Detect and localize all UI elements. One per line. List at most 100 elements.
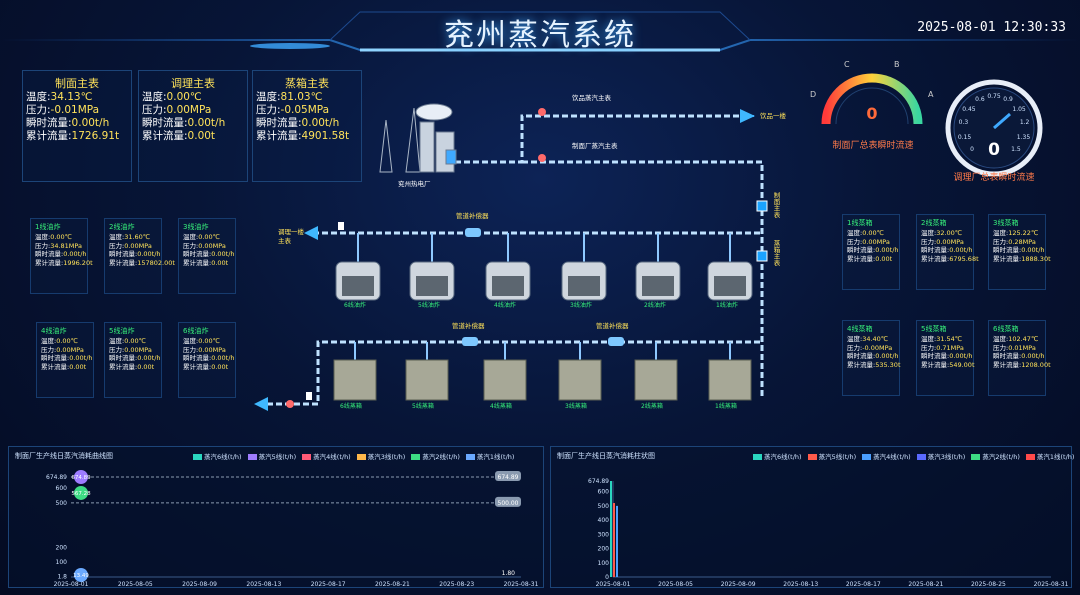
- metric-row: 累计流量:157802.00t: [109, 258, 175, 267]
- fryer-units: [335, 261, 753, 301]
- line-chart-svg: 674.896005002001001.8674.89500.00674.895…: [46, 470, 539, 588]
- metric-row: 累计流量:0.00t: [183, 362, 229, 371]
- fryer-unit-label: 4线油炸: [494, 302, 516, 309]
- metric-row: 累计流量:0.00t: [847, 254, 893, 263]
- steamer-unit-label: 2线蒸箱: [641, 403, 663, 410]
- x-tick-label: 2025-08-31: [1034, 581, 1069, 588]
- legend-item: 蒸汽3线(t/h): [356, 451, 405, 461]
- metric-row: 温度:0.00℃: [847, 229, 884, 237]
- line-chart-panel: 制面厂生产线日蒸汽消耗曲线图 蒸汽6线(t/h)蒸汽5线(t/h)蒸汽4线(t/…: [8, 446, 544, 588]
- metric-row: 累计流量:1888.30t: [993, 254, 1051, 263]
- gauge-letter-c: C: [844, 60, 850, 69]
- power-plant: [379, 103, 457, 173]
- x-tick-label: 2025-08-21: [375, 581, 410, 588]
- metric-row: 瞬时流量:0.00t/h: [183, 250, 235, 258]
- zhimian-main-vlabel: 制面主表: [772, 192, 780, 218]
- panel-title: 3线油炸: [183, 223, 209, 231]
- ref-line-badge: [495, 471, 521, 481]
- panel-title: 2线蒸箱: [921, 219, 947, 227]
- pipe-heater-label-2: 管道补偿器: [452, 322, 485, 330]
- panel-title: 4线油炸: [41, 327, 67, 335]
- y-tick-label: 600: [56, 485, 68, 492]
- metric-row: 累计流量:0.00t: [109, 362, 155, 371]
- metric-row: 累计流量:6795.68t: [921, 254, 979, 263]
- metric-row: 压力:0.00MPa: [142, 104, 212, 116]
- gauge-tick: 0.15: [957, 133, 972, 141]
- gauge-tick: 1.35: [1016, 133, 1031, 141]
- steamer-unit-label: 3线蒸箱: [565, 403, 587, 410]
- metric-row: 瞬时流量:0.00t/h: [183, 354, 235, 362]
- metric-row: 压力:0.28MPa: [993, 237, 1036, 246]
- panel-title: 3线蒸箱: [993, 219, 1019, 227]
- metric-row: 压力:0.00MPa: [109, 345, 152, 354]
- metric-row: 温度:0.00℃: [109, 337, 146, 345]
- metric-row: 累计流量:4901.58t: [256, 130, 350, 142]
- metric-row: 瞬时流量:0.00t/h: [142, 117, 226, 129]
- y-tick-label: 1.8: [57, 574, 67, 581]
- steamer-unit-label: 5线蒸箱: [412, 403, 434, 410]
- y-tick-label: 500: [56, 500, 68, 507]
- panel-title: 5线油炸: [109, 327, 135, 335]
- metric-row: 压力:0.00MPa: [183, 345, 226, 354]
- metric-row: 压力:-0.00MPa: [847, 343, 893, 352]
- x-tick-label: 2025-08-23: [439, 581, 474, 588]
- line-chart-title: 制面厂生产线日蒸汽消耗曲线图: [15, 452, 113, 460]
- metric-row: 瞬时流量:0.00t/h: [993, 246, 1045, 254]
- x-tick-label: 2025-08-09: [182, 581, 217, 588]
- legend-item: 蒸汽2线(t/h): [411, 451, 460, 461]
- panel-title: 蒸箱主表: [285, 77, 329, 90]
- metric-row: 温度:81.03℃: [256, 91, 323, 103]
- data-marker: [74, 485, 88, 500]
- metric-row: 温度:0.00℃: [183, 233, 220, 241]
- metric-row: 累计流量:1208.00t: [993, 360, 1051, 369]
- tiaoli-gauge-label: 调理厂总表瞬时流速: [953, 173, 1035, 183]
- zhimian-main-label: 制面厂蒸汽主表: [572, 142, 618, 150]
- gauge-letter-d: D: [810, 90, 817, 99]
- gauge-tick: 1.5: [1011, 145, 1021, 153]
- metric-row: 瞬时流量:0.00t/h: [847, 352, 899, 360]
- y-tick-label: 200: [56, 544, 68, 551]
- arrow-drinks: [740, 109, 755, 123]
- data-marker: [74, 568, 88, 583]
- metric-row: 瞬时流量:0.00t/h: [41, 354, 93, 362]
- fryer-unit-label: 2线油炸: [644, 302, 666, 309]
- metric-row: 温度:32.00℃: [921, 229, 963, 237]
- data-marker-label: 13.49: [73, 573, 89, 579]
- datetime: 2025-08-01 12:30:33: [917, 20, 1066, 35]
- gauge-tick: 0.45: [962, 105, 976, 113]
- page-title: 兖州蒸汽系统: [444, 18, 636, 53]
- line-chart-legend: 蒸汽6线(t/h)蒸汽5线(t/h)蒸汽4线(t/h)蒸汽3线(t/h)蒸汽2线…: [187, 451, 514, 461]
- fryer-unit-label: 5线油炸: [418, 302, 440, 309]
- x-tick-label: 2025-08-05: [658, 581, 693, 588]
- gauge-tick: 0.3: [958, 119, 969, 127]
- bar: [616, 505, 618, 577]
- legend-item: 蒸汽1线(t/h): [465, 451, 514, 461]
- gauge-tick: 0.9: [1003, 96, 1013, 104]
- arrow-out: [254, 397, 268, 411]
- metric-row: 温度:34.13℃: [26, 91, 93, 103]
- metric-row: 累计流量:0.00t: [183, 258, 229, 267]
- steamer-unit-label: 1线蒸箱: [715, 403, 737, 410]
- metric-row: 瞬时流量:0.00t/h: [921, 352, 973, 360]
- metric-row: 温度:31.60℃: [109, 233, 151, 241]
- drinks-1f-label: 饮品一楼: [760, 112, 786, 120]
- bar: [610, 481, 612, 577]
- y-tick-label: 100: [598, 560, 610, 567]
- panel-title: 4线蒸箱: [847, 325, 873, 333]
- bar-chart-legend: 蒸汽6线(t/h)蒸汽5线(t/h)蒸汽4线(t/h)蒸汽3线(t/h)蒸汽2线…: [747, 451, 1074, 461]
- gauge-tick: 0.6: [975, 96, 985, 104]
- panel-title: 1线油炸: [35, 223, 61, 231]
- metric-row: 温度:0.00℃: [41, 337, 78, 345]
- tiaoli-1f-label: 调理一楼主表: [278, 228, 304, 245]
